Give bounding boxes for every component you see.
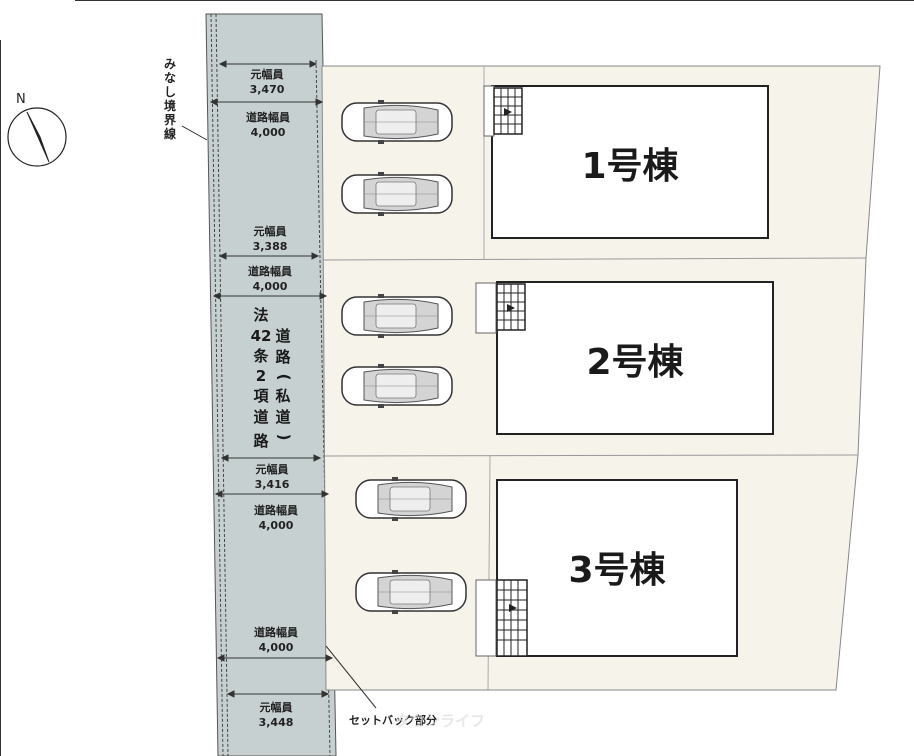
dim-6-label: 道路幅員 (254, 503, 298, 517)
dim-4-value: 4,000 (253, 280, 288, 293)
boundary-note: みなし境界線 (164, 57, 176, 141)
car-6 (355, 570, 467, 614)
road-dashed-line-inner (215, 13, 229, 756)
dim-1-label: 元幅員 (251, 67, 284, 81)
svg-text:): ) (275, 434, 293, 441)
building-2 (496, 281, 774, 435)
svg-text:42: 42 (251, 327, 272, 345)
entrance-tile-1 (483, 85, 523, 137)
building-3 (496, 479, 738, 657)
svg-text:私: 私 (274, 387, 290, 405)
dim-5-value: 3,416 (255, 478, 290, 491)
building-3-label: 3号棟 (568, 550, 666, 591)
svg-text:道: 道 (253, 408, 268, 426)
entrance-tile-3 (475, 579, 528, 657)
building-2-label: 2号棟 (586, 342, 684, 383)
dim-1-value: 3,470 (250, 83, 285, 96)
road-strip (205, 13, 337, 756)
lot-divider-2 (324, 454, 859, 457)
dim-3-label: 元幅員 (254, 224, 287, 238)
dim-8-value: 3,448 (259, 716, 294, 729)
building-1 (491, 85, 769, 239)
svg-text:路: 路 (253, 432, 269, 450)
setback-note: セットバック部分 (349, 713, 437, 727)
car-5 (355, 477, 467, 521)
dimension-arrows (209, 60, 334, 698)
dim-4-label: 道路幅員 (248, 264, 292, 278)
car-3 (341, 294, 453, 338)
dim-8-label: 元幅員 (260, 700, 293, 714)
road-dashed-line-left (210, 13, 224, 756)
building-1-label: 1号棟 (581, 146, 679, 187)
dim-7-value: 4,000 (259, 641, 294, 654)
lot-divider-1 (322, 257, 867, 261)
dim-2-label: 道路幅員 (246, 110, 290, 124)
svg-text:項: 項 (253, 387, 269, 405)
svg-text:(: ( (275, 374, 293, 381)
north-label: N (16, 92, 26, 107)
dim-3-value: 3,388 (253, 240, 288, 253)
svg-text:法: 法 (253, 306, 268, 324)
svg-text:条: 条 (252, 347, 269, 365)
compass-icon (7, 107, 67, 167)
road-name-col-2: 道 路 ( 私 道 ) (274, 327, 293, 440)
svg-text:道: 道 (275, 327, 290, 345)
dim-6-value: 4,000 (259, 519, 294, 532)
entrance-tile-2 (475, 282, 526, 334)
svg-text:路: 路 (275, 348, 291, 366)
car-4 (341, 364, 453, 408)
svg-text:道: 道 (275, 408, 290, 426)
dim-5-label: 元幅員 (256, 462, 289, 476)
boundary-leader-line (181, 125, 208, 141)
car-1 (341, 100, 453, 144)
dim-2-value: 4,000 (251, 126, 286, 139)
car-2 (341, 172, 453, 216)
watermark: タウンライフ (395, 712, 485, 730)
setback-leader-line (325, 645, 377, 709)
dim-7-label: 道路幅員 (254, 625, 298, 639)
road-name-col-1: 法 42 条 2 項 道 路 (251, 306, 272, 450)
svg-text:2: 2 (256, 367, 266, 385)
